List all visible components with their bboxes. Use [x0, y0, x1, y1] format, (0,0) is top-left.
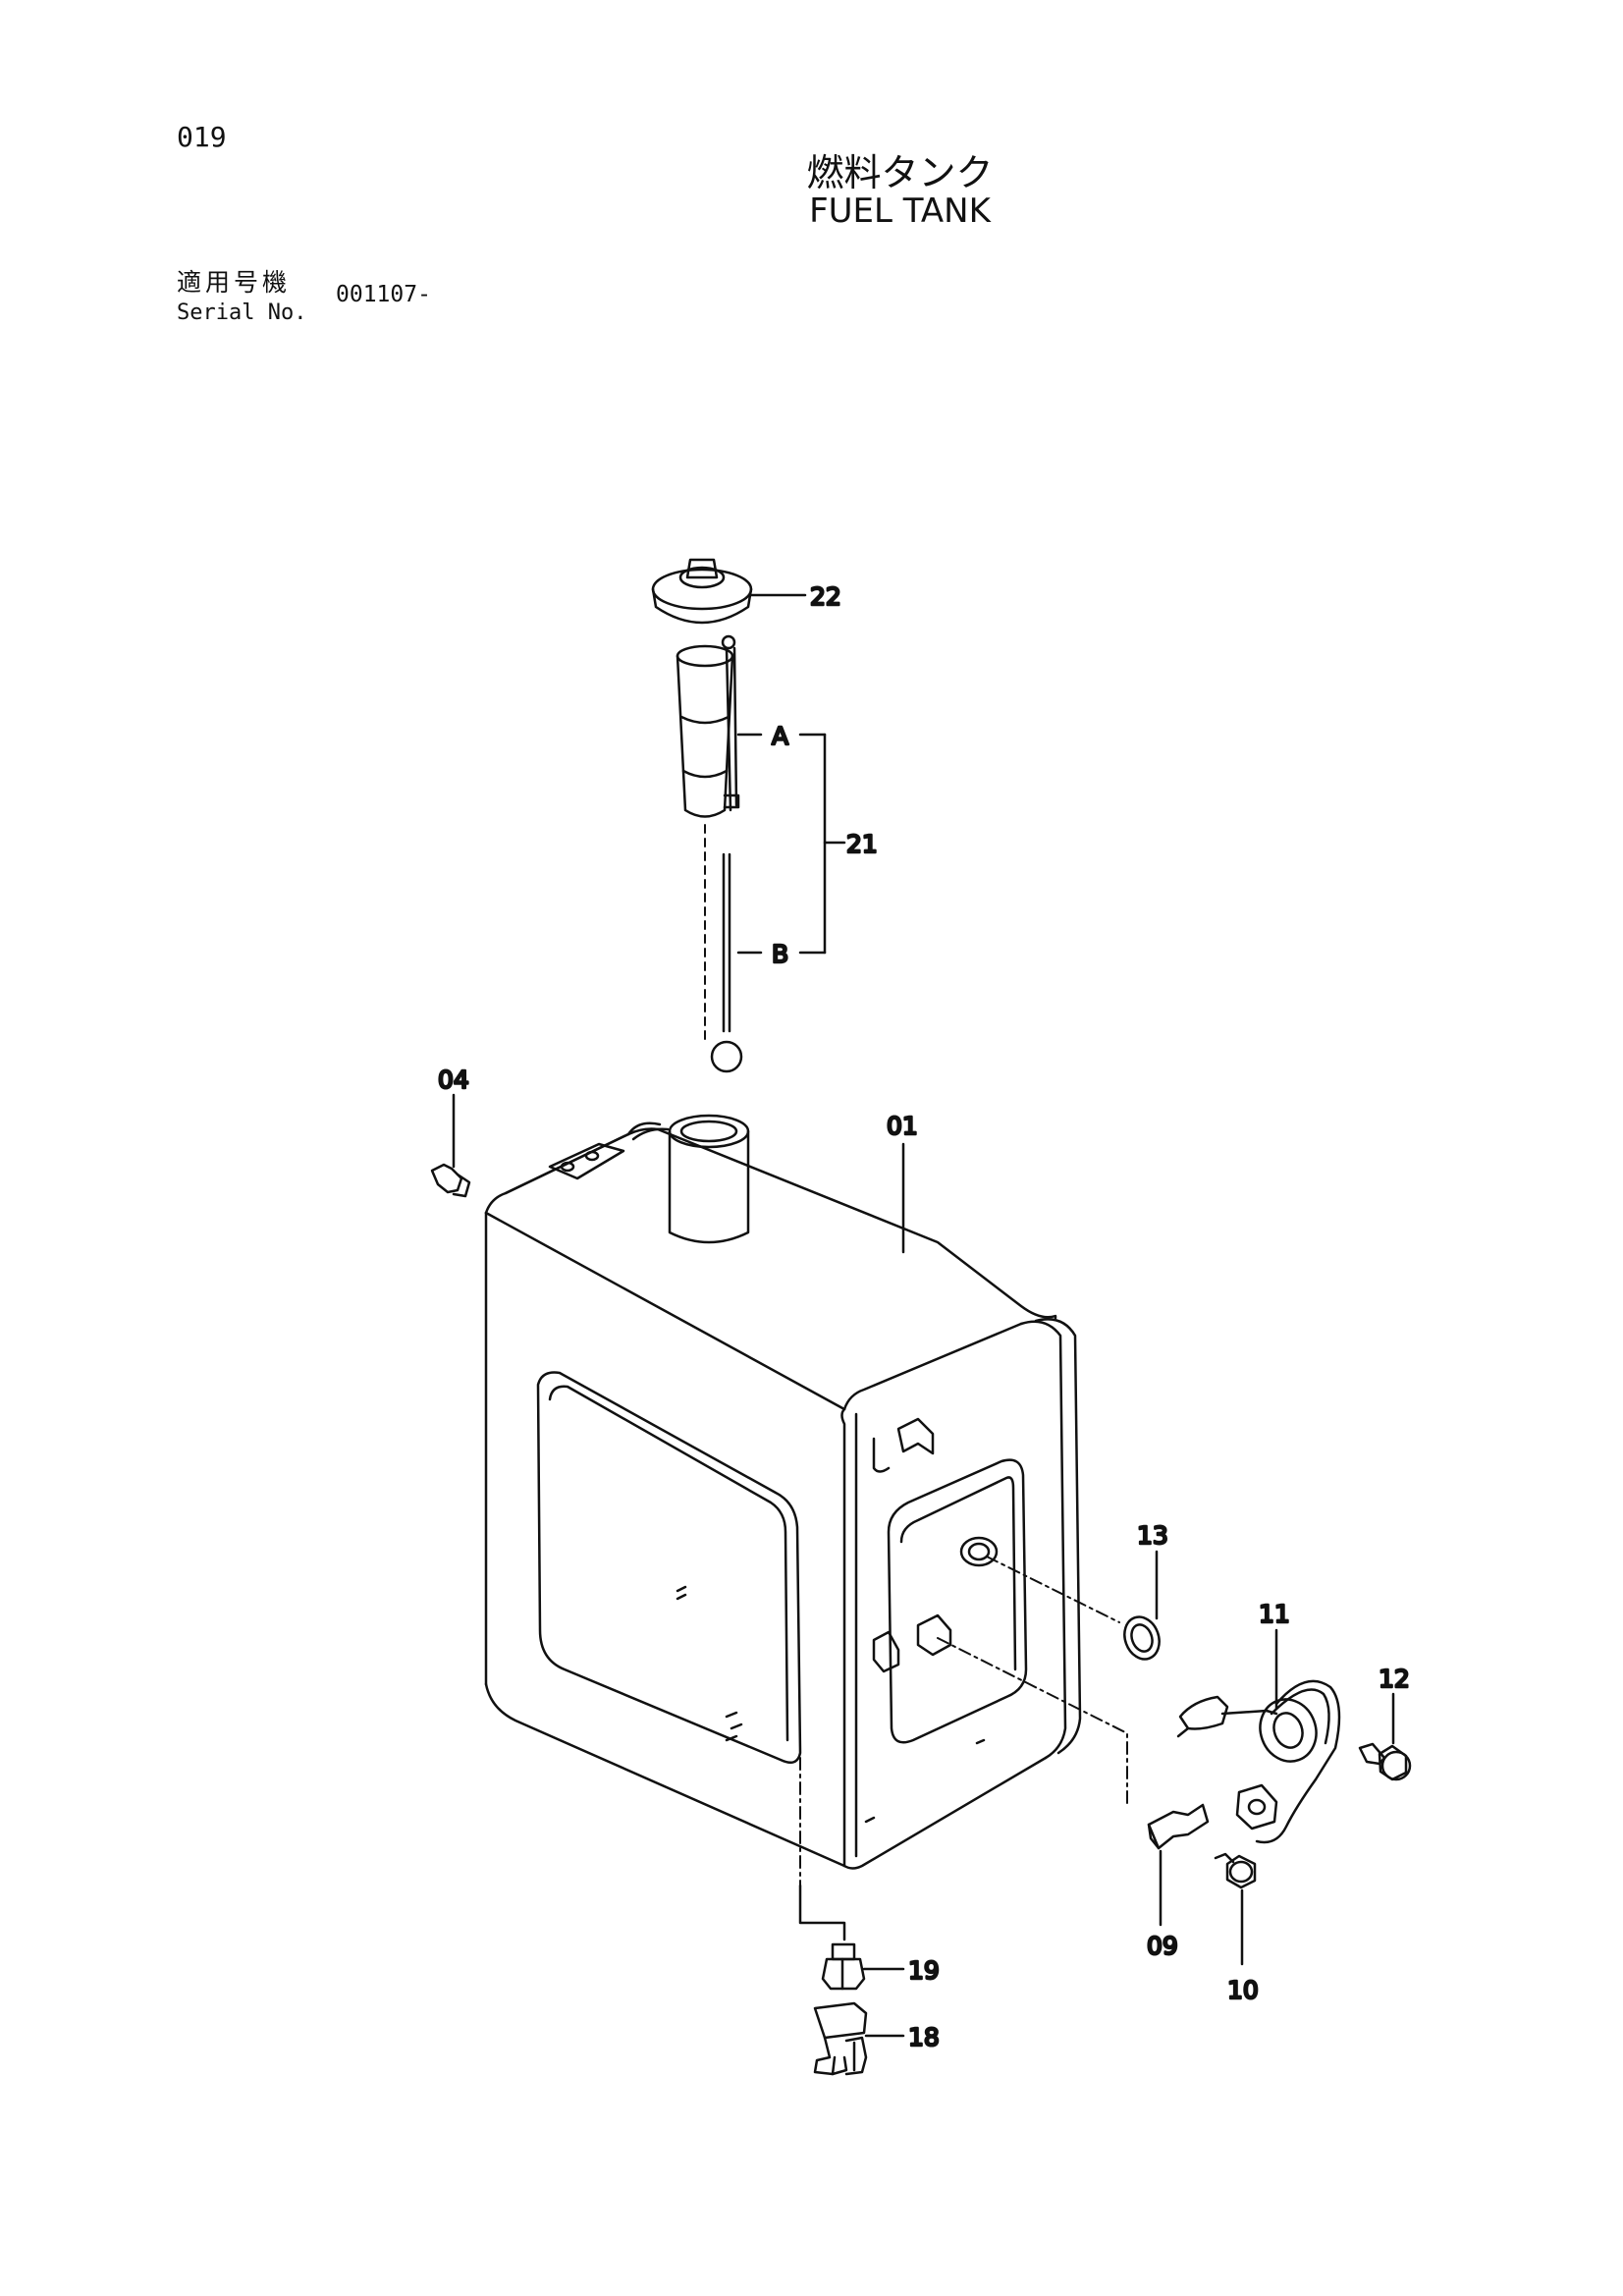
callout-01: 01: [887, 1112, 918, 1140]
part-19-drain-plug: [821, 1942, 905, 1991]
drain-line: [798, 1757, 846, 1941]
callout-04: 04: [438, 1066, 469, 1094]
callout-A: A: [772, 722, 788, 750]
part-13-gasket: [986, 1550, 1161, 1661]
page-title-english: FUEL TANK: [809, 191, 991, 231]
part-18-drain-valve: [813, 2001, 905, 2076]
callout-11: 11: [1259, 1600, 1290, 1628]
part-04-breather-fitting: [430, 1093, 471, 1198]
callout-12: 12: [1379, 1665, 1410, 1693]
part-01-fuel-tank: [484, 1114, 1082, 1870]
callout-13: 13: [1137, 1521, 1168, 1550]
callout-B: B: [772, 940, 788, 968]
serial-number-value: 001107-: [336, 282, 431, 307]
serial-label-japanese: 適用号機: [177, 268, 292, 297]
page-title-japanese: 燃料タンク: [806, 151, 994, 194]
part-09-clamp: [937, 1637, 1210, 1927]
callout-19: 19: [908, 1956, 940, 1985]
callout-21: 21: [846, 830, 878, 858]
serial-label-english: Serial No.: [177, 301, 307, 325]
callout-22: 22: [810, 582, 841, 611]
callout-18: 18: [908, 2023, 940, 2051]
part-10-bolt: [1214, 1852, 1257, 1966]
part-22-filler-cap: [651, 558, 807, 625]
callout-09: 09: [1147, 1932, 1178, 1960]
page-number: 019: [177, 121, 227, 153]
part-21-strainer-and-gauge: [676, 634, 846, 1073]
callout-10: 10: [1227, 1976, 1259, 2004]
part-11-fuel-sender: [1176, 1628, 1341, 1844]
part-12-bolt: [1358, 1692, 1412, 1781]
